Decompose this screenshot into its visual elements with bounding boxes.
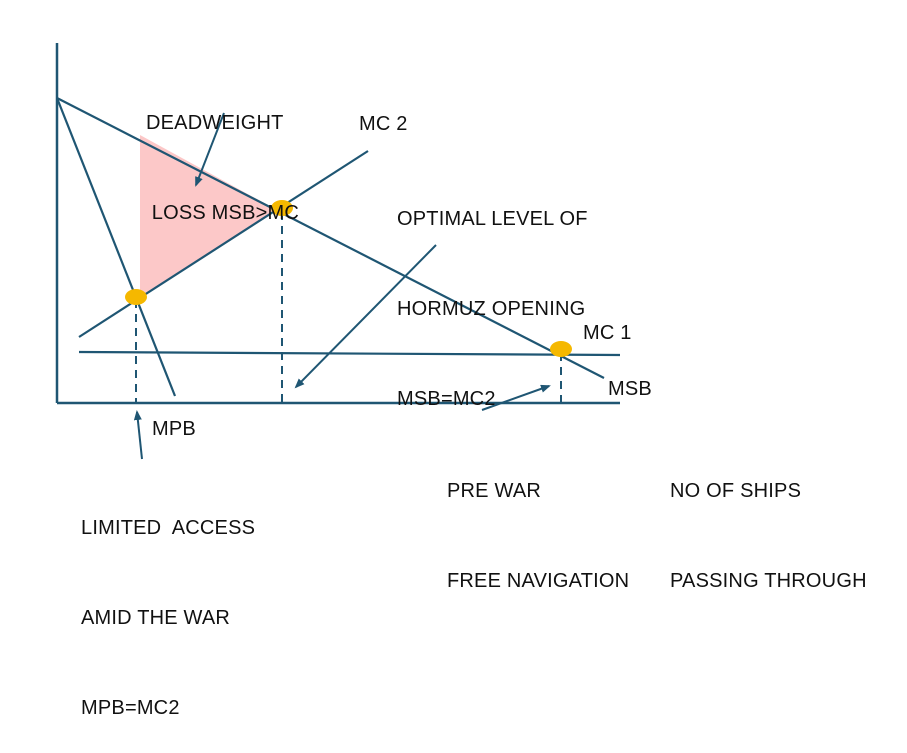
mc1-curve <box>78 350 621 357</box>
arrow-prewar <box>481 384 551 411</box>
deadweight-label: DEADWEIGHT LOSS MSB>MC <box>146 48 299 258</box>
x-axis-label-line-1: NO OF SHIPS <box>670 480 802 502</box>
mc2-label: MC 2 <box>359 113 408 135</box>
equilibrium-dot-msb-mc1 <box>550 341 572 357</box>
limited-access-label: LIMITED ACCESS AMID THE WAR MPB=MC2 <box>81 453 255 753</box>
arrow-optimal <box>294 244 437 389</box>
prewar-label-line-1: PRE WAR <box>447 480 541 502</box>
deadweight-label-line-1: DEADWEIGHT <box>146 112 284 134</box>
prewar-label-line-2: FREE NAVIGATION <box>447 570 630 592</box>
deadweight-loss-area <box>140 135 277 297</box>
msb-curve <box>56 97 605 379</box>
prewar-label: PRE WAR FREE NAVIGATION <box>447 416 629 626</box>
mpb-label: MPB <box>152 418 196 440</box>
limited-access-label-line-1: LIMITED ACCESS <box>81 517 256 539</box>
mc1-label: MC 1 <box>583 322 632 344</box>
optimal-label-line-3: MSB=MC2 <box>397 388 496 410</box>
equilibrium-dot-msb-mc2 <box>271 200 293 216</box>
mc2-curve <box>78 150 369 338</box>
limited-access-label-line-3: MPB=MC2 <box>81 697 180 719</box>
x-axis-label: NO OF SHIPS PASSING THROUGH <box>670 416 867 626</box>
mpb-curve <box>55 97 177 397</box>
deadweight-label-line-2: LOSS MSB>MC <box>146 202 299 224</box>
equilibrium-dot-mpb-mc2 <box>125 289 147 305</box>
arrow-deadweight <box>195 112 225 187</box>
limited-access-label-line-2: AMID THE WAR <box>81 607 231 629</box>
economics-diagram <box>55 43 621 460</box>
optimal-label-line-2: HORMUZ OPENING <box>397 298 586 320</box>
optimal-label: OPTIMAL LEVEL OF HORMUZ OPENING MSB=MC2 <box>397 144 588 444</box>
optimal-label-line-1: OPTIMAL LEVEL OF <box>397 208 588 230</box>
msb-label: MSB <box>608 378 652 400</box>
x-axis-label-line-2: PASSING THROUGH <box>670 570 867 592</box>
arrow-limited <box>133 410 143 460</box>
